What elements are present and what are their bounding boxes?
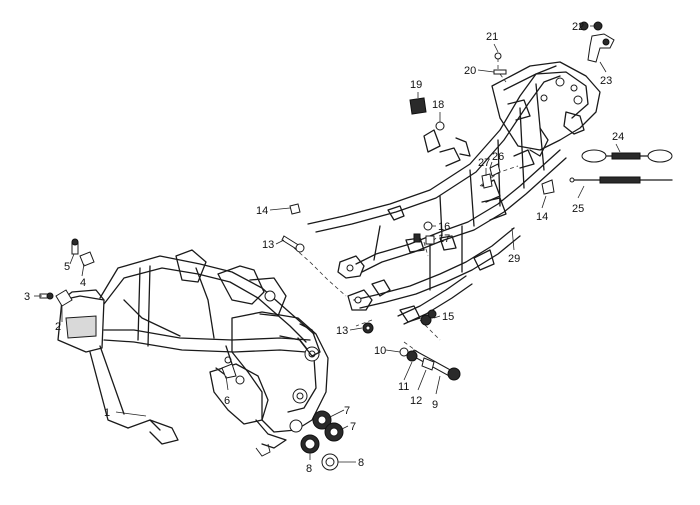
callout-24: 24 (612, 131, 624, 143)
callout-9: 9 (432, 399, 438, 411)
callout-2: 2 (55, 321, 61, 333)
callout-14-left: 14 (256, 205, 268, 217)
callout-21: 21 (486, 31, 498, 43)
callout-22: 22 (572, 21, 584, 33)
callout-18: 18 (432, 99, 444, 111)
main-frame (57, 249, 329, 457)
callout-14-right: 14 (536, 211, 548, 223)
callout-25: 25 (572, 203, 584, 215)
hardware-parts (39, 21, 673, 471)
leader-lines (34, 25, 621, 463)
callout-19: 19 (410, 79, 422, 91)
callout-20: 20 (464, 65, 476, 77)
callout-27: 27 (478, 157, 490, 169)
callout-13-upper: 13 (262, 239, 274, 251)
callout-6: 6 (224, 395, 230, 407)
callout-3: 3 (24, 291, 30, 303)
callout-15: 15 (442, 311, 454, 323)
assembly-lines (293, 58, 519, 377)
callout-11: 11 (398, 381, 409, 393)
callout-5: 5 (64, 261, 70, 273)
callout-8a: 8 (306, 463, 312, 475)
callout-10: 10 (374, 345, 386, 357)
callout-8b: 8 (358, 457, 364, 469)
callout-7a: 7 (344, 405, 350, 417)
rear-subframe (307, 61, 601, 325)
callout-labels: 1 2 3 4 5 6 7 7 8 8 9 10 11 12 13 13 14 … (24, 21, 624, 475)
callout-16: 16 (438, 221, 450, 233)
callout-1: 1 (104, 407, 110, 419)
callout-29: 29 (508, 253, 520, 265)
callout-4: 4 (80, 277, 86, 289)
callout-26: 26 (492, 151, 504, 163)
callout-13-lower: 13 (336, 325, 348, 337)
callout-7b: 7 (350, 421, 356, 433)
callout-23: 23 (600, 75, 612, 87)
callout-12: 12 (410, 395, 422, 407)
callout-17: 17 (438, 233, 450, 245)
